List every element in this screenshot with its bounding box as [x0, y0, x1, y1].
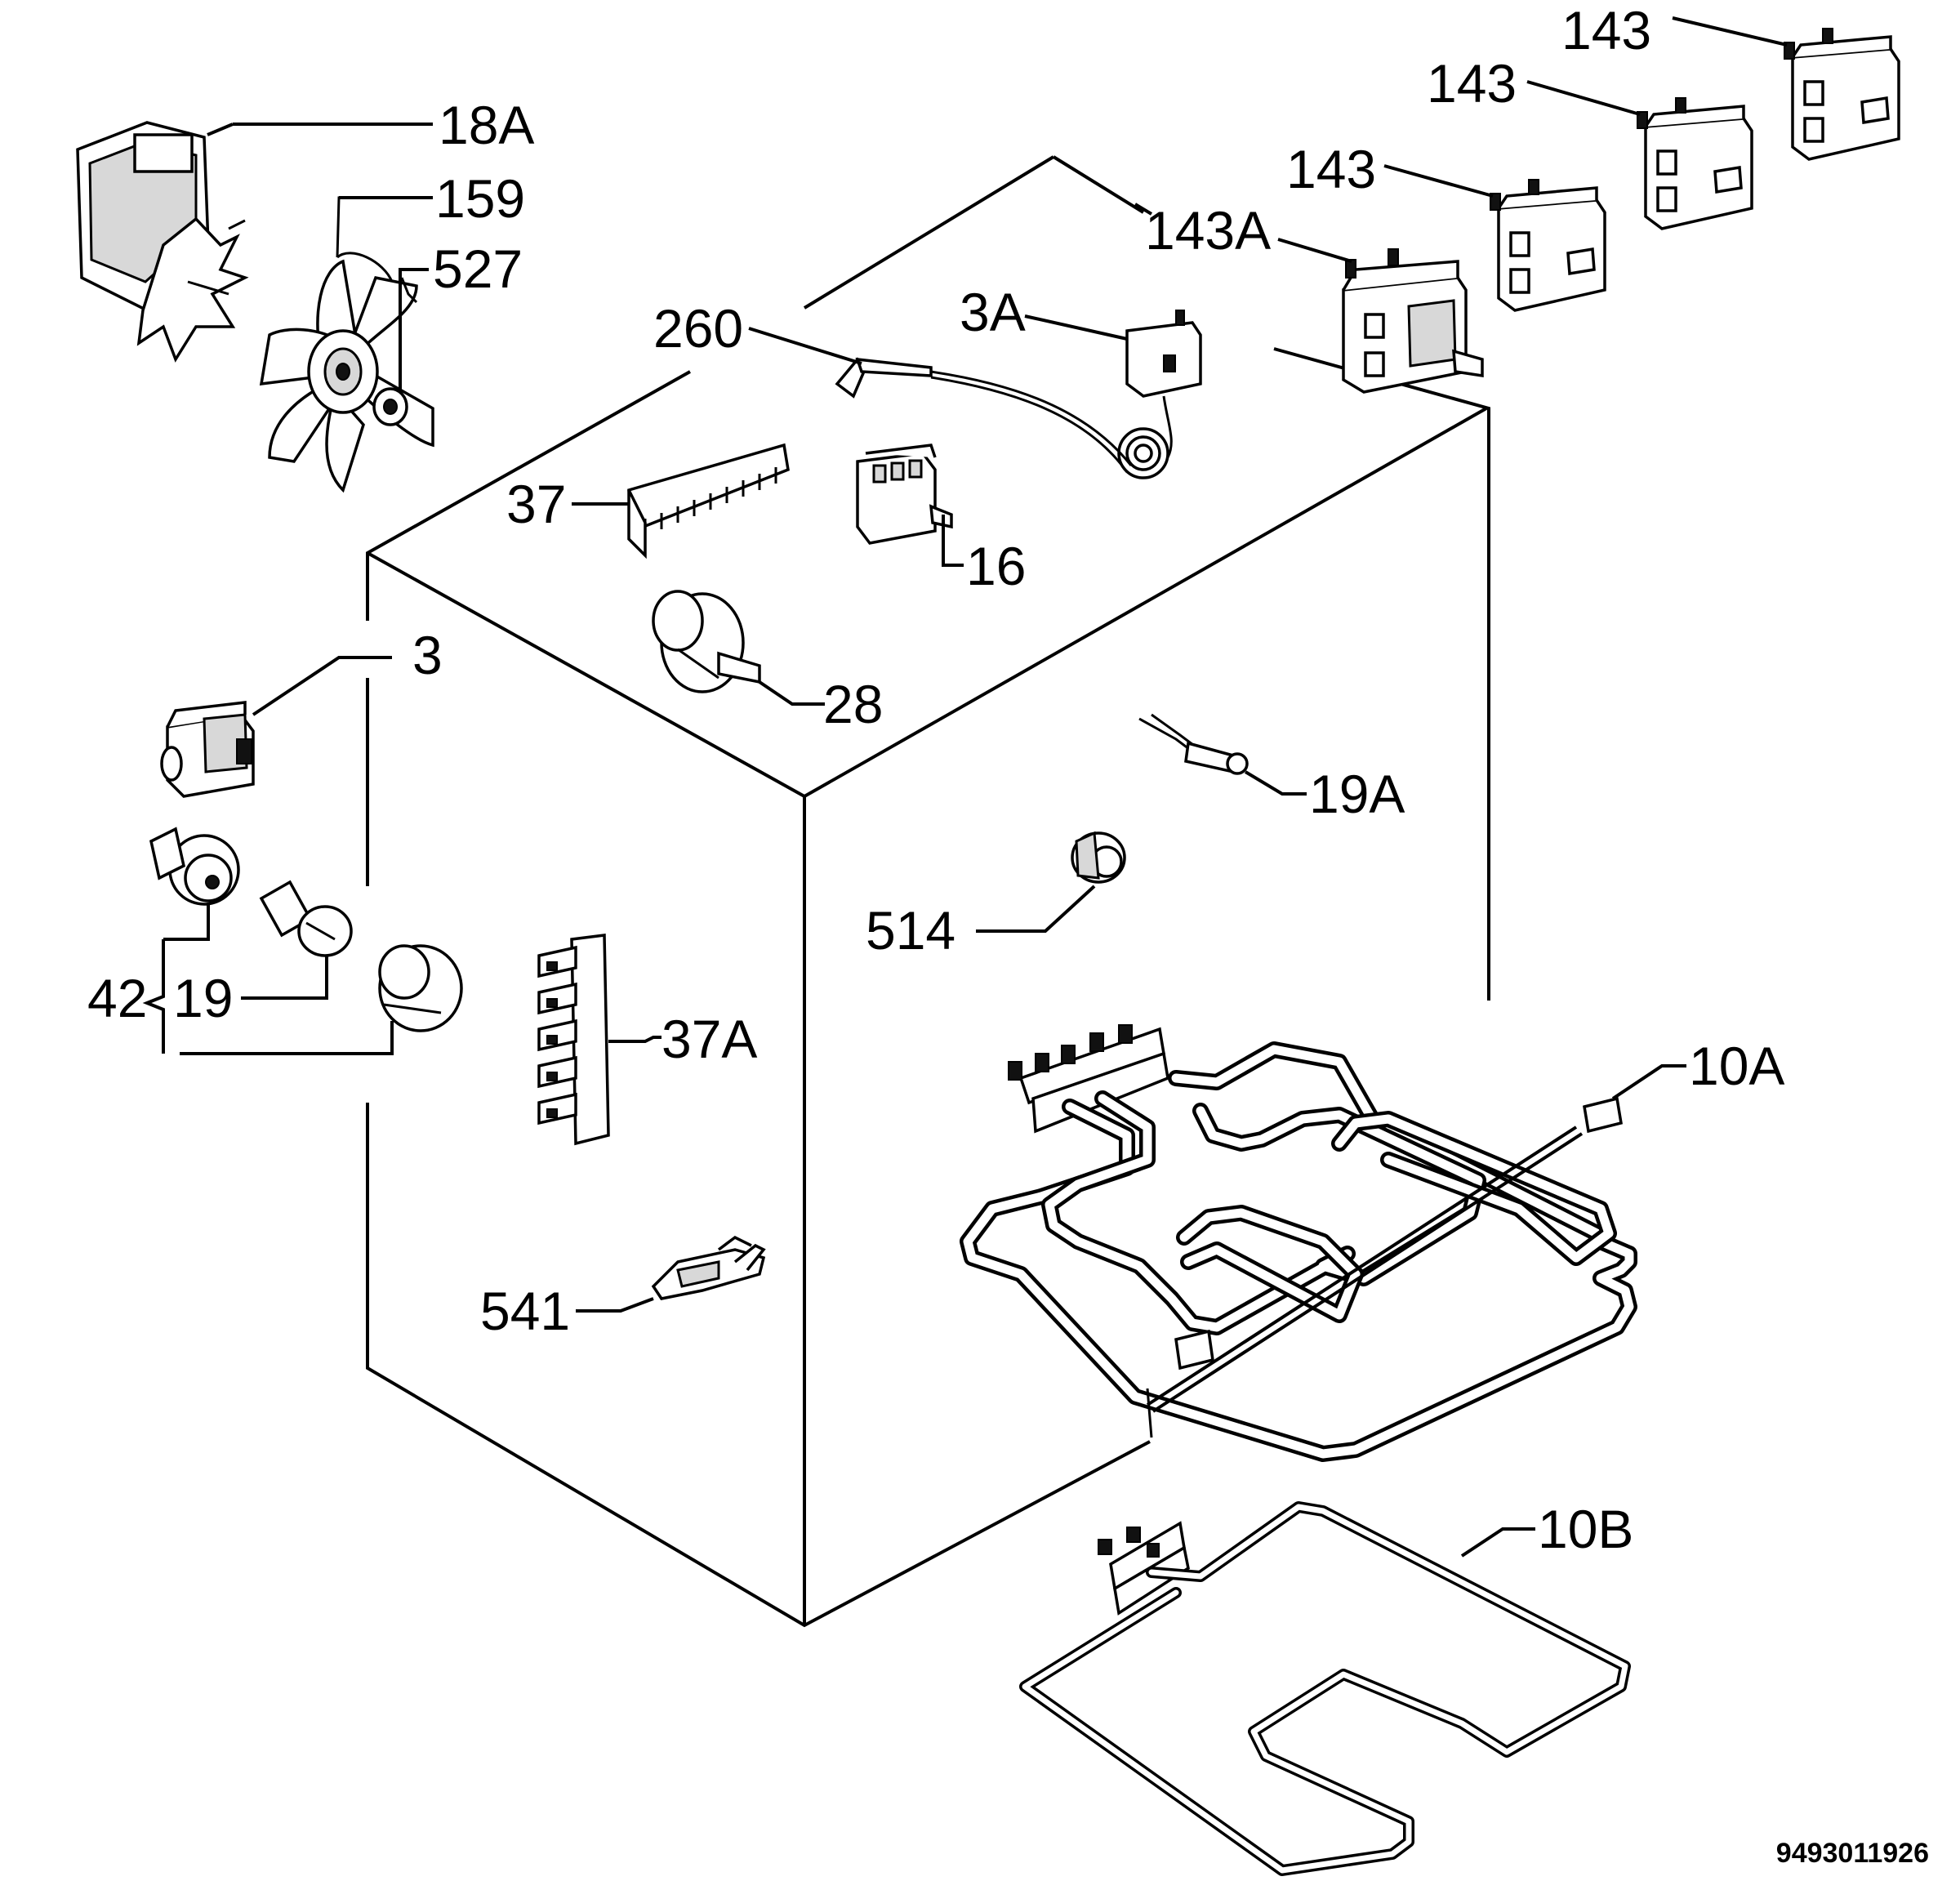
lamp-cover-part — [378, 944, 463, 1032]
terminal-block-part — [627, 443, 790, 559]
push-switch-part — [160, 701, 255, 798]
lamp-group-bracket — [142, 903, 394, 1055]
label-541: 541 — [480, 1281, 570, 1341]
label-37a: 37A — [662, 1009, 757, 1069]
label-514: 514 — [866, 900, 956, 961]
label-19a: 19A — [1309, 764, 1405, 824]
rotary-switch-main — [1342, 248, 1484, 394]
knob-spindle-part — [652, 590, 761, 693]
clamp-part — [651, 1235, 766, 1300]
thermostat-bulb-part — [835, 357, 1133, 473]
grill-element-part — [960, 1024, 1637, 1462]
label-3a: 3A — [960, 282, 1026, 342]
label-260: 260 — [653, 298, 743, 359]
label-143-low: 143 — [1286, 139, 1376, 199]
label-42: 42 — [87, 968, 147, 1028]
label-159: 159 — [435, 168, 525, 229]
label-19: 19 — [173, 968, 233, 1028]
rotary-switch-low — [1490, 179, 1606, 312]
label-143a: 143A — [1145, 200, 1271, 261]
document-number: 9493011926 — [1776, 1838, 1929, 1869]
oven-cabinet — [366, 155, 1490, 1628]
label-18a: 18A — [439, 95, 534, 155]
rotary-switch-mid — [1637, 97, 1753, 230]
label-143-mid: 143 — [1427, 53, 1517, 114]
label-143-top: 143 — [1561, 0, 1651, 60]
label-10a: 10A — [1689, 1036, 1784, 1096]
lamp-holder-part — [149, 827, 240, 906]
label-16: 16 — [966, 536, 1026, 596]
fan-blade-part — [259, 196, 434, 493]
grommet-part — [1071, 831, 1126, 884]
rotary-switch-top — [1784, 28, 1900, 161]
selector-switch-part — [856, 444, 953, 545]
fan-nut-part — [372, 277, 418, 426]
thermostat-part — [1117, 310, 1202, 479]
part-labels: 18A 159 527 143 143 143 143A 260 3A 37 1… — [87, 0, 1784, 1559]
label-28: 28 — [823, 674, 883, 734]
label-3: 3 — [412, 625, 443, 685]
terminal-strip-part — [537, 934, 610, 1146]
label-37: 37 — [506, 474, 566, 534]
label-527: 527 — [433, 238, 523, 299]
lamp-bulb-part — [259, 880, 353, 957]
neon-lamp-part — [1138, 713, 1249, 775]
fan-motor-part — [76, 121, 249, 363]
label-10b: 10B — [1538, 1499, 1633, 1559]
base-element-part — [1019, 1501, 1631, 1876]
